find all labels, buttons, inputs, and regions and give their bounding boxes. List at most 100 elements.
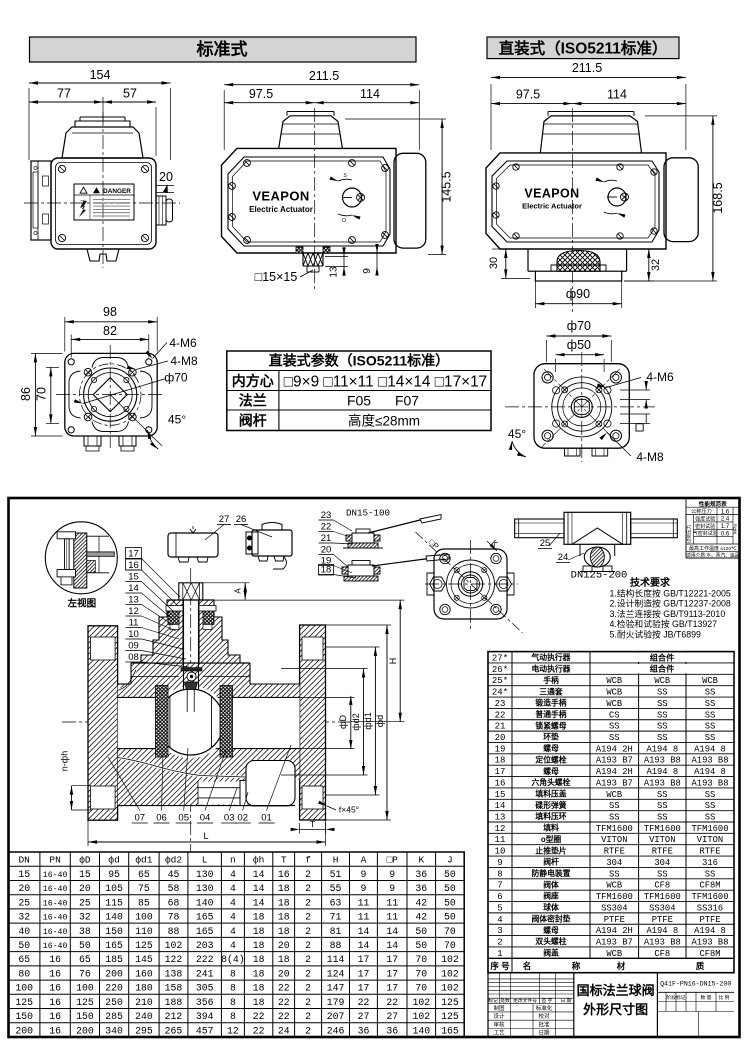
svg-text:85: 85 bbox=[138, 897, 150, 908]
svg-text:2: 2 bbox=[305, 968, 311, 979]
svg-text:246: 246 bbox=[327, 1025, 345, 1036]
svg-text:A: A bbox=[234, 588, 243, 594]
svg-text:22: 22 bbox=[253, 1011, 265, 1022]
svg-text:日期: 日期 bbox=[538, 1030, 550, 1037]
svg-text:42: 42 bbox=[415, 897, 427, 908]
svg-text:17: 17 bbox=[358, 983, 370, 994]
svg-text:150: 150 bbox=[105, 926, 123, 937]
svg-text:08: 08 bbox=[128, 652, 139, 663]
svg-text:81: 81 bbox=[330, 926, 342, 937]
svg-text:□9×9 □11×11 □14×14 □17×17: □9×9 □11×11 □14×14 □17×17 bbox=[284, 373, 488, 390]
svg-text:SS: SS bbox=[657, 722, 668, 732]
svg-text:8: 8 bbox=[230, 968, 236, 979]
svg-text:8: 8 bbox=[230, 983, 236, 994]
svg-text:技术要求: 技术要求 bbox=[630, 576, 671, 589]
svg-text:32: 32 bbox=[79, 912, 91, 923]
svg-text:A193 B8: A193 B8 bbox=[644, 937, 681, 947]
svg-text:97.5: 97.5 bbox=[516, 88, 540, 102]
svg-text:六角头螺栓: 六角头螺栓 bbox=[532, 777, 571, 787]
svg-text:1.6: 1.6 bbox=[721, 510, 730, 516]
svg-text:F07: F07 bbox=[395, 393, 419, 409]
svg-text:WCB: WCB bbox=[606, 676, 622, 686]
svg-text:SS: SS bbox=[657, 688, 668, 698]
svg-text:CF8M: CF8M bbox=[699, 949, 720, 959]
svg-text:锁紧螺母: 锁紧螺母 bbox=[535, 720, 566, 730]
svg-text:WCB: WCB bbox=[654, 676, 670, 686]
svg-text:螺母: 螺母 bbox=[543, 925, 559, 935]
svg-text:SS: SS bbox=[609, 733, 620, 743]
svg-text:102: 102 bbox=[441, 983, 459, 994]
svg-text:140: 140 bbox=[412, 1025, 430, 1036]
svg-text:TFM1600: TFM1600 bbox=[596, 824, 633, 834]
svg-text:更改文件号: 更改文件号 bbox=[513, 997, 537, 1004]
svg-text:304: 304 bbox=[606, 858, 622, 868]
svg-text:45°: 45° bbox=[508, 427, 526, 441]
svg-text:26*: 26* bbox=[492, 665, 508, 675]
svg-text:TFM1600: TFM1600 bbox=[644, 824, 681, 834]
svg-text:30: 30 bbox=[488, 257, 500, 269]
svg-text:VITON: VITON bbox=[649, 835, 675, 845]
svg-text:SS: SS bbox=[657, 869, 668, 879]
svg-text:138: 138 bbox=[165, 968, 183, 979]
svg-text:70: 70 bbox=[444, 926, 456, 937]
svg-text:14: 14 bbox=[358, 926, 370, 937]
svg-text:2: 2 bbox=[305, 897, 311, 908]
svg-text:17: 17 bbox=[386, 954, 398, 965]
svg-text:154: 154 bbox=[90, 68, 111, 82]
svg-text:102: 102 bbox=[441, 968, 459, 979]
svg-text:SS: SS bbox=[705, 801, 716, 811]
svg-text:22: 22 bbox=[278, 983, 290, 994]
svg-text:SS: SS bbox=[705, 813, 716, 823]
svg-text:材: 材 bbox=[616, 961, 626, 971]
svg-text:250: 250 bbox=[105, 997, 123, 1008]
svg-text:18: 18 bbox=[253, 997, 265, 1008]
svg-text:16-40: 16-40 bbox=[43, 914, 68, 923]
svg-text:24: 24 bbox=[558, 552, 569, 563]
svg-text:24*: 24* bbox=[492, 688, 508, 698]
svg-text:38: 38 bbox=[79, 926, 91, 937]
svg-text:SS304: SS304 bbox=[601, 903, 627, 913]
svg-text:T: T bbox=[281, 855, 287, 866]
svg-text:SS: SS bbox=[609, 801, 620, 811]
svg-text:SS: SS bbox=[705, 733, 716, 743]
svg-text:20: 20 bbox=[79, 883, 91, 894]
svg-text:碟形弹簧: 碟形弹簧 bbox=[535, 800, 566, 810]
svg-text:21: 21 bbox=[321, 533, 332, 544]
svg-text:130: 130 bbox=[196, 883, 214, 894]
svg-text:06: 06 bbox=[156, 813, 167, 824]
svg-text:17: 17 bbox=[495, 767, 506, 777]
svg-text:86: 86 bbox=[19, 387, 33, 401]
svg-text:188: 188 bbox=[165, 997, 183, 1008]
svg-text:11: 11 bbox=[358, 897, 370, 908]
svg-text:100: 100 bbox=[76, 983, 94, 994]
svg-text:17: 17 bbox=[128, 549, 139, 560]
svg-text:阀盖: 阀盖 bbox=[543, 948, 559, 958]
svg-text:定位螺栓: 定位螺栓 bbox=[534, 754, 566, 764]
svg-text:125: 125 bbox=[135, 940, 153, 951]
svg-text:16: 16 bbox=[49, 968, 61, 979]
svg-text:8: 8 bbox=[230, 1011, 236, 1022]
svg-text:三通套: 三通套 bbox=[539, 686, 563, 696]
svg-text:125: 125 bbox=[441, 997, 459, 1008]
svg-text:高度≤28mm: 高度≤28mm bbox=[348, 413, 420, 429]
svg-text:23: 23 bbox=[495, 699, 506, 709]
svg-text:фd: фd bbox=[375, 715, 385, 727]
svg-text:ф70: ф70 bbox=[164, 371, 188, 385]
svg-text:57: 57 bbox=[123, 87, 137, 101]
svg-text:K: K bbox=[418, 855, 424, 866]
svg-text:10: 10 bbox=[128, 629, 139, 640]
svg-text:标准化: 标准化 bbox=[536, 1004, 553, 1012]
svg-text:285: 285 bbox=[105, 1011, 123, 1022]
svg-text:17: 17 bbox=[386, 983, 398, 994]
svg-text:11: 11 bbox=[386, 897, 398, 908]
svg-text:23: 23 bbox=[321, 510, 332, 521]
svg-text:公称压力: 公称压力 bbox=[691, 507, 712, 515]
svg-text:性能规范表: 性能规范表 bbox=[698, 500, 727, 508]
svg-text:DANGER: DANGER bbox=[103, 188, 131, 195]
svg-text:比 例: 比 例 bbox=[719, 994, 730, 1001]
svg-text:球体: 球体 bbox=[543, 902, 559, 912]
svg-text:K: K bbox=[490, 538, 501, 549]
svg-text:数 量: 数 量 bbox=[701, 994, 712, 1001]
svg-text:50: 50 bbox=[444, 869, 456, 880]
svg-text:ф90: ф90 bbox=[566, 287, 590, 301]
